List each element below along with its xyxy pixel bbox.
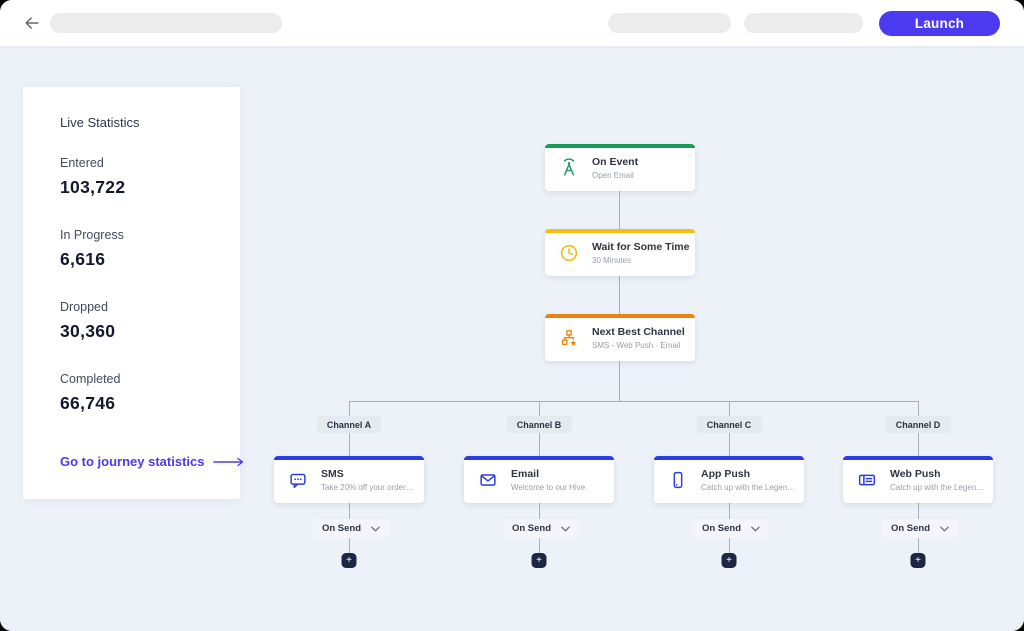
stat-in-progress: In Progress 6,616 [60, 228, 220, 270]
connector-line [729, 503, 730, 519]
connector-line [539, 537, 540, 554]
connector-line [349, 401, 919, 402]
stat-label: In Progress [60, 228, 124, 242]
stat-label: Dropped [60, 300, 108, 314]
connector-line [918, 401, 919, 416]
connector-line [729, 401, 730, 416]
add-step-button-c[interactable]: + [721, 553, 737, 568]
add-step-button-d[interactable]: + [910, 553, 926, 568]
web-push-browser-icon [856, 469, 878, 491]
arrow-left-icon [22, 13, 42, 33]
channel-d-tag: Channel D [885, 416, 951, 433]
stat-entered: Entered 103,722 [60, 156, 220, 198]
stat-value: 6,616 [60, 249, 106, 269]
on-send-dropdown-a[interactable]: On Send [312, 519, 390, 538]
channel-b-tag: Channel B [506, 416, 572, 433]
node-subtitle: SMS - Web Push - Email [592, 340, 681, 350]
node-subtitle: Open Email [592, 170, 634, 180]
node-title: Next Best Channel [592, 325, 685, 338]
channel-c-tag: Channel C [696, 416, 762, 433]
connector-line [619, 190, 620, 229]
journey-statistics-link-label: Go to journey statistics [60, 454, 205, 469]
node-subtitle: Catch up with the Legends! [890, 482, 985, 492]
email-envelope-icon [477, 469, 499, 491]
hierarchy-star-icon [558, 327, 580, 349]
chevron-down-icon [371, 526, 380, 532]
app-push-phone-icon [667, 469, 689, 491]
connector-line [918, 537, 919, 554]
node-title: Wait for Some Time [592, 240, 690, 253]
connector-line [619, 360, 620, 401]
connector-line [349, 503, 350, 519]
connector-line [349, 537, 350, 554]
connector-line [729, 537, 730, 554]
topbar: Launch [0, 0, 1024, 46]
launch-button[interactable]: Launch [879, 11, 1000, 36]
stat-value: 66,746 [60, 393, 116, 413]
on-send-label: On Send [701, 523, 742, 534]
toolbar-skeleton-2 [744, 13, 863, 33]
connector-line [918, 503, 919, 519]
journey-canvas: Live Statistics Entered 103,722 In Progr… [0, 46, 1024, 631]
toolbar-skeleton-1 [608, 13, 731, 33]
node-web-push[interactable]: Web Push Catch up with the Legends! [843, 456, 993, 503]
on-send-dropdown-b[interactable]: On Send [502, 519, 580, 538]
connector-line [918, 432, 919, 456]
on-send-label: On Send [511, 523, 552, 534]
sms-bubble-icon [287, 469, 309, 491]
node-subtitle: 30 Minutes [592, 255, 632, 265]
chevron-down-icon [561, 526, 570, 532]
on-send-label: On Send [890, 523, 931, 534]
journey-name-skeleton [50, 13, 282, 33]
node-sms[interactable]: SMS Take 20% off your order with code ..… [274, 456, 424, 503]
channel-a-tag: Channel A [316, 416, 382, 433]
connector-line [539, 401, 540, 416]
add-step-button-b[interactable]: + [531, 553, 547, 568]
chevron-down-icon [751, 526, 760, 532]
on-send-label: On Send [321, 523, 362, 534]
clock-icon [558, 242, 580, 264]
on-send-dropdown-c[interactable]: On Send [692, 519, 770, 538]
stat-dropped: Dropped 30,360 [60, 300, 220, 342]
broadcast-antenna-icon [558, 157, 580, 179]
stat-label: Entered [60, 156, 104, 170]
journey-statistics-link[interactable]: Go to journey statistics [60, 454, 244, 469]
stat-value: 103,722 [60, 177, 126, 197]
node-email[interactable]: Email Welcome to our Hive. [464, 456, 614, 503]
arrow-right-icon [213, 457, 245, 467]
stat-label: Completed [60, 372, 121, 386]
stat-completed: Completed 66,746 [60, 372, 220, 414]
connector-line [539, 432, 540, 456]
node-title: On Event [592, 155, 639, 168]
node-wait-for-some-time[interactable]: Wait for Some Time 30 Minutes [545, 229, 695, 276]
node-subtitle: Catch up with the Legends! [701, 482, 796, 492]
connector-line [729, 432, 730, 456]
node-title: SMS [321, 467, 344, 480]
node-app-push[interactable]: App Push Catch up with the Legends! [654, 456, 804, 503]
on-send-dropdown-d[interactable]: On Send [881, 519, 959, 538]
node-subtitle: Take 20% off your order with code ... [321, 482, 416, 492]
live-statistics-title: Live Statistics [60, 115, 140, 130]
node-title: Email [511, 467, 540, 480]
add-step-button-a[interactable]: + [341, 553, 357, 568]
live-statistics-panel: Live Statistics Entered 103,722 In Progr… [23, 87, 244, 499]
stat-value: 30,360 [60, 321, 116, 341]
connector-line [349, 401, 350, 416]
chevron-down-icon [940, 526, 949, 532]
node-subtitle: Welcome to our Hive. [511, 482, 588, 492]
connector-line [349, 432, 350, 456]
node-next-best-channel[interactable]: Next Best Channel SMS - Web Push - Email [545, 314, 695, 361]
connector-line [619, 273, 620, 314]
connector-line [539, 503, 540, 519]
back-button[interactable] [22, 13, 42, 33]
node-title: Web Push [890, 467, 941, 480]
node-on-event[interactable]: On Event Open Email [545, 144, 695, 191]
node-title: App Push [701, 467, 750, 480]
